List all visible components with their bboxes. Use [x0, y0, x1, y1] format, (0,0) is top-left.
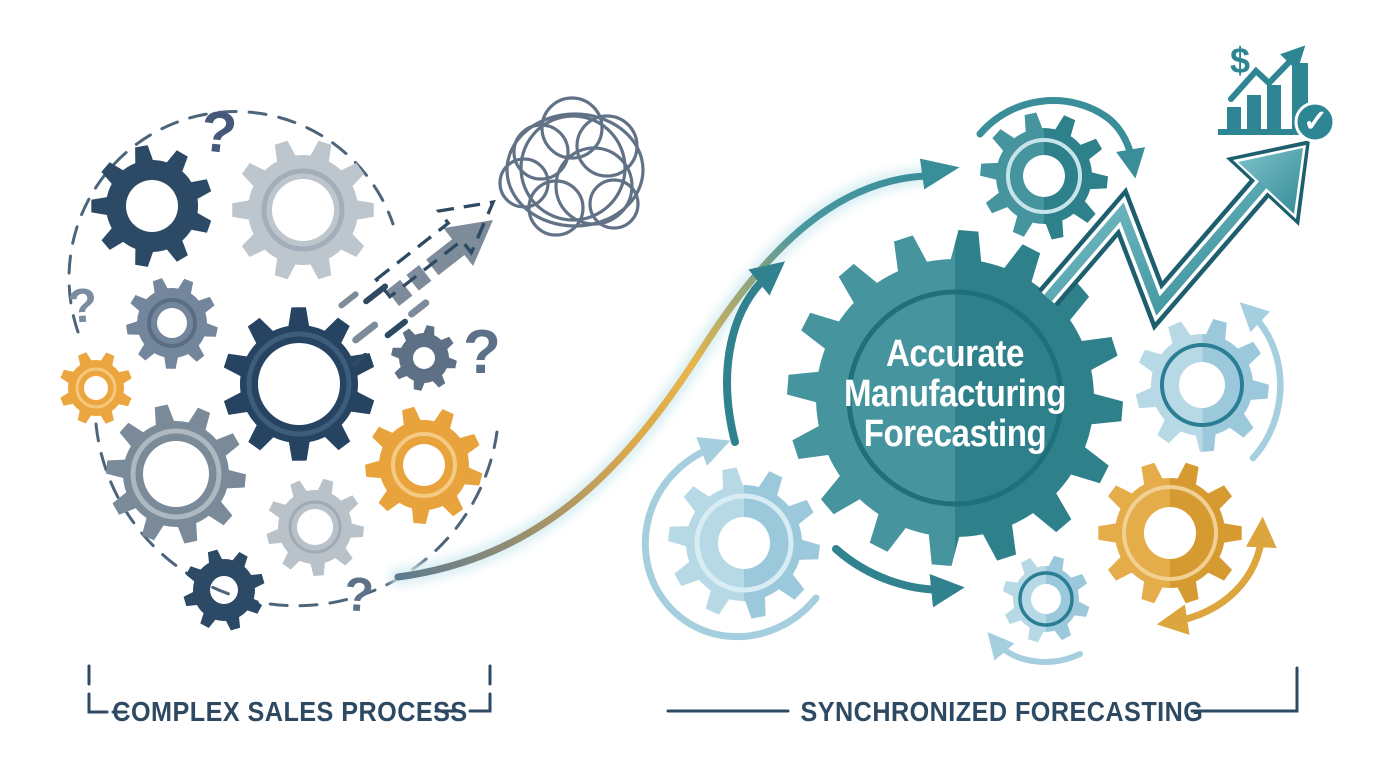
check-circle-icon: [1294, 101, 1336, 143]
gear-orange-small-left-ring: [75, 367, 117, 409]
flow-curve-arrowhead: [919, 158, 960, 190]
gear-lightblue-bottomleft: [668, 467, 820, 619]
gear-orange-ringed-ring: [391, 432, 457, 498]
gear-slate-tiny: [391, 325, 457, 391]
gear-lightblue-small: [1002, 555, 1090, 643]
gear-teal-top: [980, 112, 1108, 240]
gear-lightblue-bottomleft-ring: [694, 493, 794, 593]
curved-arrow-gold: [1156, 516, 1277, 635]
curved-arrow-right-gear: [1239, 302, 1284, 462]
curved-arrow-over-top-gear: [976, 97, 1146, 179]
tangle-scribble-icon: [498, 96, 645, 237]
gear-teal-top-ring: [1006, 138, 1082, 214]
gear-lightblue-right: [1135, 319, 1269, 452]
curved-arrow-left-of-center: [723, 261, 786, 446]
curved-arrow-small-gear: [987, 631, 1083, 665]
gear-central-ring: [846, 289, 1064, 507]
gear-lightblue-small-ring: [1018, 571, 1074, 627]
curved-arrow-under-center: [832, 545, 965, 608]
trend-line-icon: [1228, 45, 1306, 102]
gear-slate-mid: [126, 278, 218, 369]
gear-navy-bottom: [183, 549, 265, 631]
left-label-brackets: [87, 664, 492, 714]
gear-navy-large-ring: [246, 331, 352, 437]
gear-gold: [1098, 462, 1242, 604]
gear-central-teal: [787, 230, 1123, 566]
gear-orange-small-left: [60, 352, 132, 424]
gear-orange-ringed: [365, 406, 483, 524]
gear-slate-large: [106, 404, 246, 544]
curved-arrow-around-bottomleft-gear: [641, 437, 820, 641]
right-label-lines: [666, 666, 1299, 713]
dashed-arrow-icon: [338, 199, 496, 367]
gear-lightblue-right-ring: [1160, 343, 1244, 427]
gear-gray-lower: [266, 478, 364, 576]
gear-navy-topleft: [91, 145, 212, 267]
flow-curve: [394, 172, 930, 581]
gear-gray-lower-ring: [288, 500, 342, 554]
gear-gray-top: [232, 140, 374, 280]
gear-slate-mid-ring: [147, 298, 197, 348]
gear-gray-top-ring: [261, 168, 345, 252]
gear-navy-large: [223, 307, 375, 461]
zigzag-growth-arrow-icon: [1038, 140, 1310, 331]
gear-slate-large-ring: [130, 428, 222, 520]
